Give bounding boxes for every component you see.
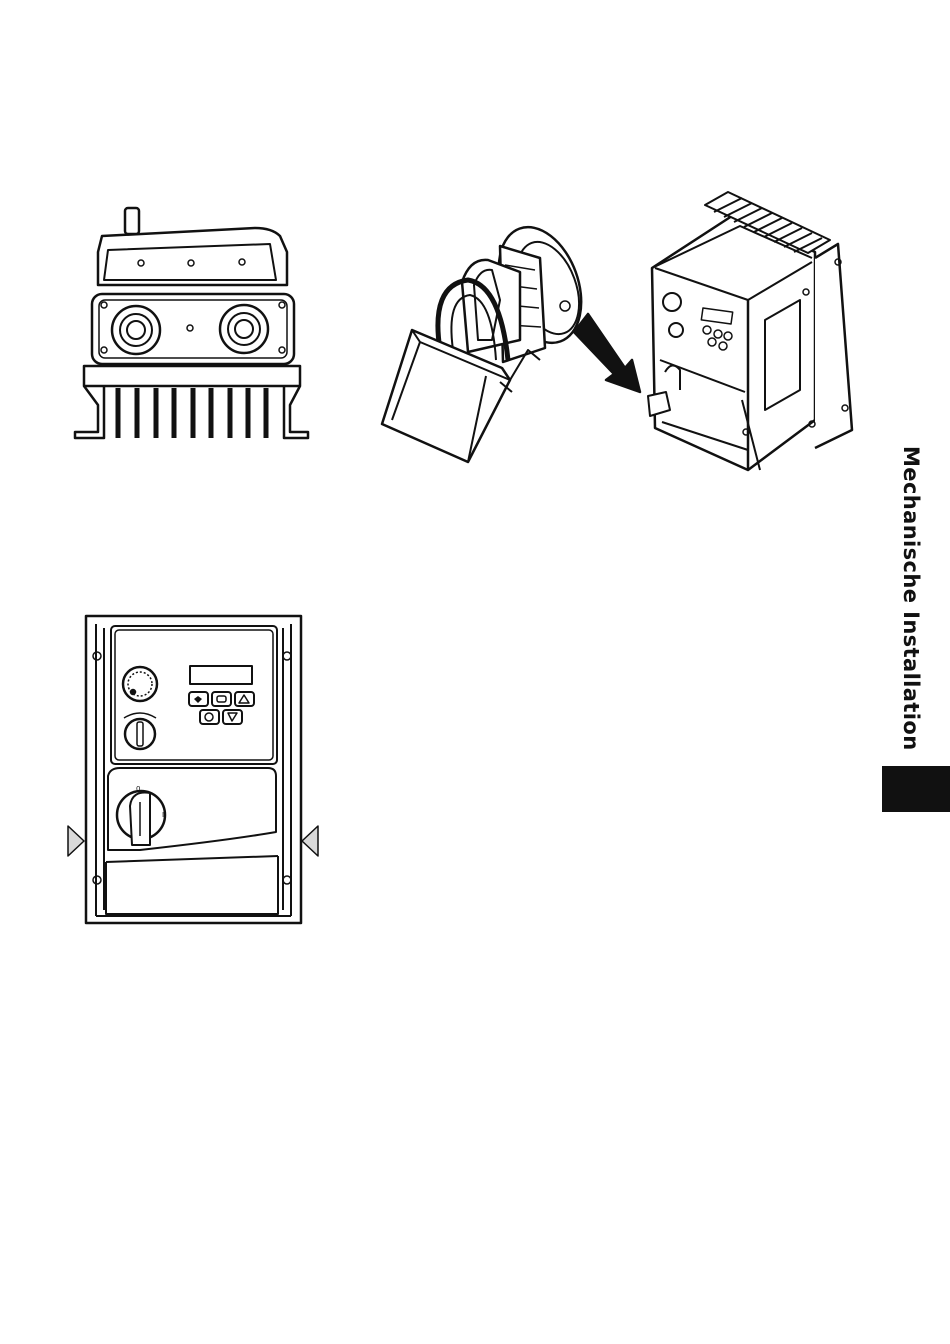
chapter-tab-marker bbox=[882, 766, 950, 812]
switch-off-mark: 0 bbox=[136, 786, 140, 793]
section-title-text: Mechanische Installation bbox=[899, 446, 923, 751]
switch-on-mark: I bbox=[162, 812, 164, 819]
padlock-isolator-figure bbox=[380, 185, 860, 485]
drive-front-panel-figure bbox=[66, 612, 322, 928]
section-title-vertical: Mechanische Installation bbox=[893, 446, 933, 766]
drive-bottom-view-figure bbox=[70, 200, 315, 445]
